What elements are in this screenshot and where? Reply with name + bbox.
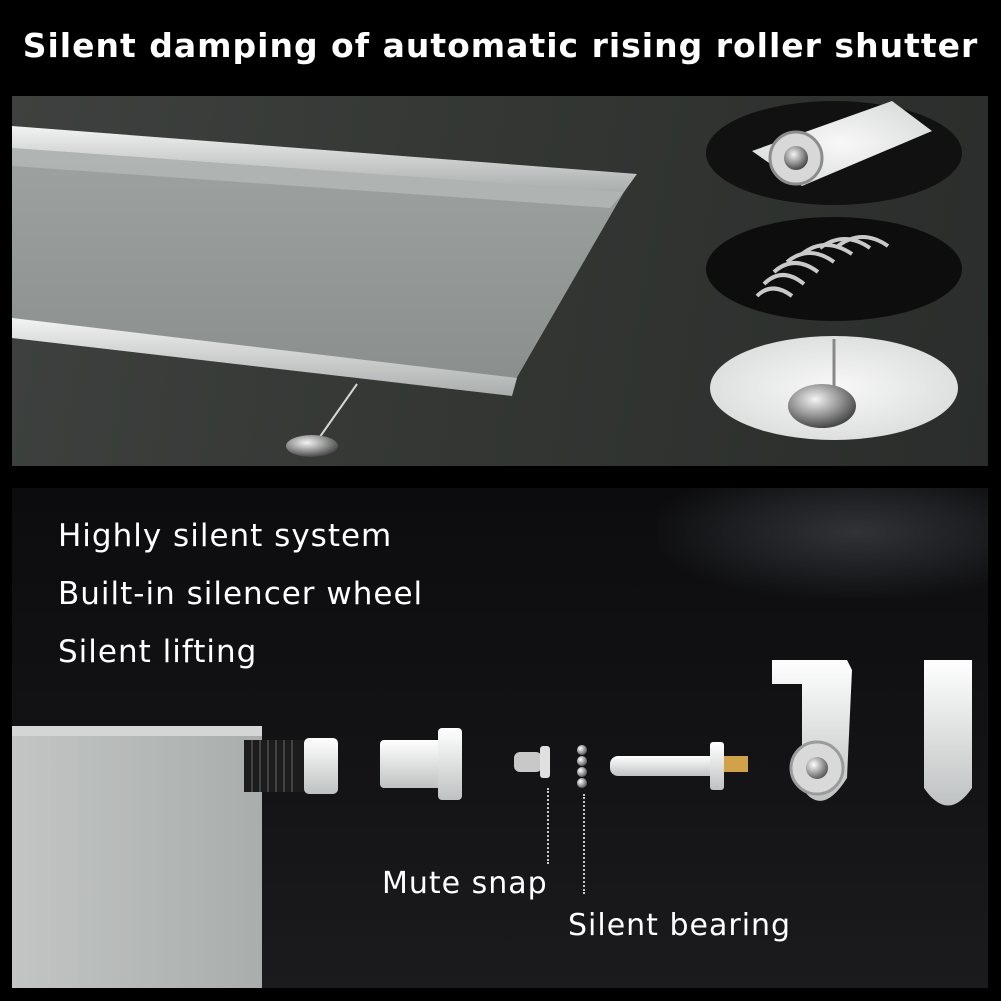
pull-knob [286,435,338,457]
pull-cord [316,383,358,442]
page-title: Silent damping of automatic rising rolle… [0,0,1001,92]
headrail [12,126,637,192]
silencer-wheel [380,740,446,788]
bearing-balls [577,745,587,755]
end-cap [924,660,972,806]
exploded-parts-illustration [12,660,972,988]
silent-bearing-leader [583,794,585,894]
feature-item: Silent lifting [58,634,258,670]
bottom-rail [12,318,517,396]
mute-snap-leader [547,788,549,864]
gear-background [658,488,988,598]
roller-blind-illustration [12,101,962,457]
threaded-tube [244,740,304,792]
shaft-pin [610,756,720,776]
mute-snap-part [514,752,542,772]
silent-bearing-label: Silent bearing [568,908,792,943]
components-panel: Highly silent system Built-in silencer w… [12,488,988,988]
feature-item: Highly silent system [58,518,393,554]
fabric-roll [12,726,262,988]
mute-snap-label: Mute snap [382,866,548,901]
inset-spring-detail [706,217,962,321]
blind-fabric [12,144,632,386]
feature-item: Built-in silencer wheel [58,576,424,612]
product-overview-panel [12,96,988,466]
